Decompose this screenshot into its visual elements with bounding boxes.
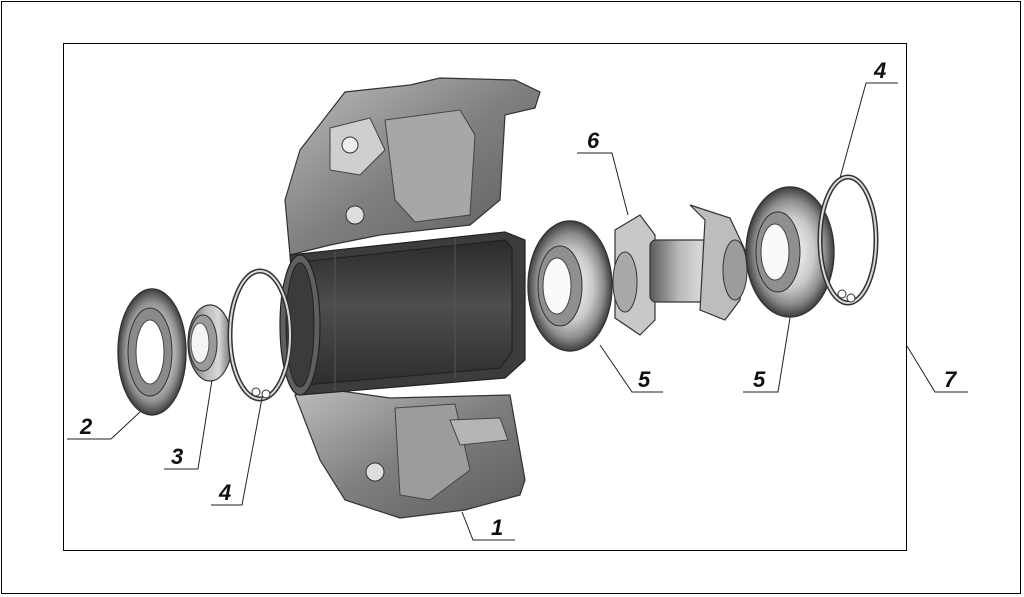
callout-6: 6 [587, 128, 600, 153]
callout-5-right: 5 [753, 367, 766, 392]
leader-4-left [211, 397, 263, 506]
leader-6 [577, 152, 629, 216]
sleeve-part [187, 304, 233, 382]
retaining-ring-right-part [817, 174, 879, 306]
callout-4-left: 4 [218, 480, 231, 505]
housing-part [279, 77, 541, 519]
callout-7: 7 [944, 367, 958, 392]
leader-5-right [743, 317, 791, 393]
bearing-right-part [745, 186, 835, 318]
leader-1 [461, 511, 515, 541]
leader-5-left [599, 344, 663, 393]
retaining-ring-left-part [227, 268, 293, 402]
leader-4-right [839, 82, 898, 179]
seal-ring-part [117, 288, 187, 416]
shaft-part [612, 204, 748, 336]
leader-3 [164, 379, 213, 470]
leader-7 [906, 345, 968, 393]
callout-5-left: 5 [638, 367, 651, 392]
callout-2: 2 [79, 414, 93, 439]
callout-4-right: 4 [873, 58, 886, 83]
callout-3: 3 [171, 444, 183, 469]
inner-frame [63, 43, 907, 551]
bearing-left-part [527, 220, 613, 352]
callout-1: 1 [491, 515, 503, 540]
leader-2 [67, 411, 141, 440]
leader-lines [67, 82, 968, 541]
